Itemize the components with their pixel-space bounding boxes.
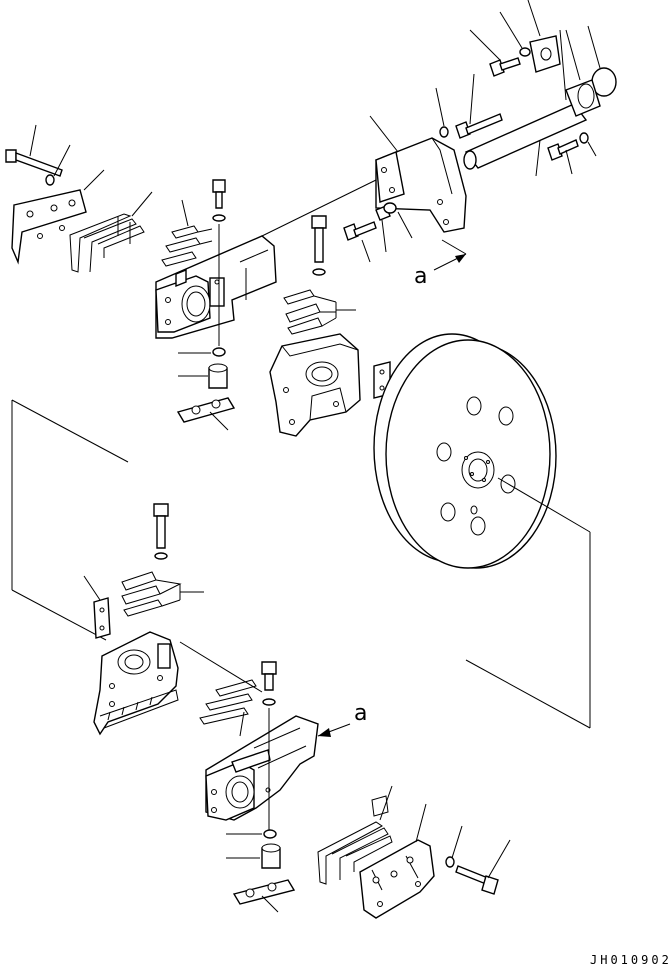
upper-left-plate xyxy=(11,169,105,265)
top-right-cap xyxy=(527,0,561,73)
lower-center-bolt xyxy=(261,661,277,706)
idler-shaft xyxy=(463,29,601,177)
lower-left-shims xyxy=(121,571,204,617)
view-marker-a-lower: a xyxy=(354,701,367,726)
view-arrow-upper: a xyxy=(414,239,467,289)
upper-bearing-housing xyxy=(155,224,277,346)
top-right-washer xyxy=(499,11,531,57)
shaft-bolt xyxy=(435,73,503,139)
view-marker-a-upper: a xyxy=(414,264,427,289)
lower-clamp-plate xyxy=(232,879,296,913)
upper-center-shims xyxy=(161,199,213,267)
upper-left-bolt xyxy=(5,124,63,177)
upper-vertical-bolt xyxy=(212,179,226,222)
top-right-bolt xyxy=(469,29,521,77)
lower-center-housing xyxy=(205,708,319,830)
lower-vertical-bolt xyxy=(153,503,169,560)
view-arrow-lower: a xyxy=(317,701,367,737)
lower-center-shims xyxy=(199,679,257,737)
upper-left-washer xyxy=(45,144,71,186)
idler-wheel xyxy=(373,333,557,569)
lower-right-bolt xyxy=(455,839,511,895)
lower-left-housing xyxy=(93,631,179,736)
mid-vertical-bolt xyxy=(311,215,327,276)
upper-clamp-plate xyxy=(176,397,236,431)
lower-right-shims xyxy=(317,785,393,885)
lower-right-plate xyxy=(359,803,435,919)
lower-bushing xyxy=(226,829,281,869)
upper-bushing xyxy=(178,347,228,389)
right-small-bolt xyxy=(547,132,597,175)
assembly-frame-lines xyxy=(11,399,591,729)
lower-right-washer xyxy=(445,825,463,868)
drawing-code: JH010902 xyxy=(590,953,671,967)
mid-housing xyxy=(269,333,361,437)
mid-shims xyxy=(283,289,356,335)
upper-left-shims xyxy=(69,191,153,273)
lower-left-tab xyxy=(83,575,111,639)
bracket-bolt-group xyxy=(343,202,413,263)
